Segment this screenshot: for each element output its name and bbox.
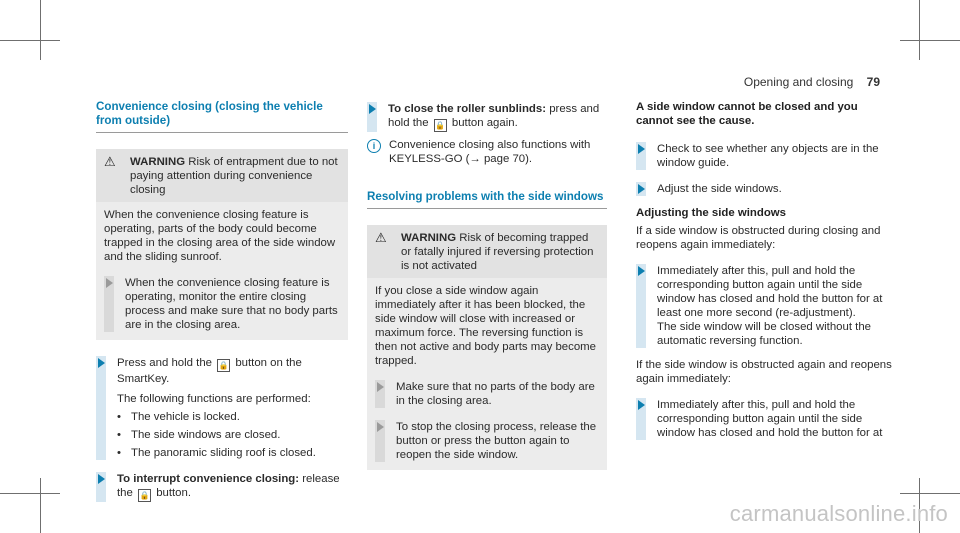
step-text: Adjust the side windows. [657,183,782,195]
lock-button-icon: 🔒 [433,119,447,132]
warning-title: Risk of becoming trapped or fatally inju… [401,232,594,272]
step-text: Immediately after this, pull and hold th… [657,399,883,439]
info-icon: i [367,139,381,153]
watermark: carmanualsonline.info [729,501,948,526]
crop-mark [40,0,41,60]
warning-step: To stop the closing process, release the… [396,421,597,461]
crop-mark [900,40,960,41]
page-header: Opening and closing 79 [744,75,880,89]
sub-heading: Adjusting the side windows [636,207,786,219]
lock-button-icon: 🔒 [138,489,152,502]
crop-mark [919,0,920,60]
warning-label: WARNING [401,232,457,244]
warning-box: ⚠ WARNING Risk of entrapment due to not … [96,149,348,340]
warning-step: Make sure that no parts of the body are … [396,381,595,407]
section-title: Opening and closing [743,75,854,89]
column-2: To close the roller sunblinds: press and… [367,100,607,470]
section-heading: Resolving problems with the side windows [367,190,604,203]
step-arrow-icon [638,144,645,154]
paragraph: If the side window is obstructed again a… [636,359,892,385]
section-heading: Convenience closing (closing the vehicle… [96,100,323,127]
warning-box: ⚠ WARNING Risk of becoming trapped or fa… [367,225,607,470]
step-arrow-icon [377,422,384,432]
list-item: The side windows are closed. [131,429,281,441]
step-arrow-icon [638,184,645,194]
step-arrow-icon [98,358,105,368]
list-item: The panoramic sliding roof is closed. [131,447,316,459]
warning-body: If you close a side window again immedia… [375,285,596,367]
warning-title: Risk of entrapment due to not paying att… [130,156,338,196]
info-text: Convenience closing also functions with … [389,139,591,165]
crop-mark [919,478,920,533]
step-text: To interrupt convenience closing: releas… [117,473,340,502]
warning-label: WARNING [130,156,186,168]
warning-step: When the convenience closing feature is … [125,277,338,331]
step-text: The side window will be closed without t… [657,321,872,347]
step-arrow-icon [377,382,384,392]
divider [96,132,348,133]
step-arrow-icon [638,400,645,410]
step-arrow-icon [369,104,376,114]
warning-icon: ⚠ [375,230,387,245]
step-text: Press and hold the 🔒 button on the Smart… [117,357,302,385]
divider [367,208,607,209]
warning-body: When the convenience closing feature is … [104,209,336,263]
step-text: To close the roller sunblinds: press and… [388,103,600,132]
step-text: Check to see whether any objects are in … [657,143,879,169]
crop-mark [900,493,960,494]
problem-heading: A side window cannot be closed and you c… [636,101,858,127]
column-3: A side window cannot be closed and you c… [636,100,898,440]
list-item: The vehicle is locked. [131,411,240,423]
lock-button-icon: 🔒 [217,359,231,372]
step-arrow-icon [98,474,105,484]
list-intro: The following functions are performed: [117,393,311,405]
crop-mark [0,40,60,41]
paragraph: If a side window is obstructed during cl… [636,225,881,251]
crop-mark [40,478,41,533]
step-arrow-icon [638,266,645,276]
column-1: Convenience closing (closing the vehicle… [96,100,348,502]
step-arrow-icon [106,278,113,288]
warning-icon: ⚠ [104,154,116,169]
step-text: Immediately after this, pull and hold th… [657,265,883,319]
page-number: 79 [866,75,880,89]
crop-mark [0,493,60,494]
